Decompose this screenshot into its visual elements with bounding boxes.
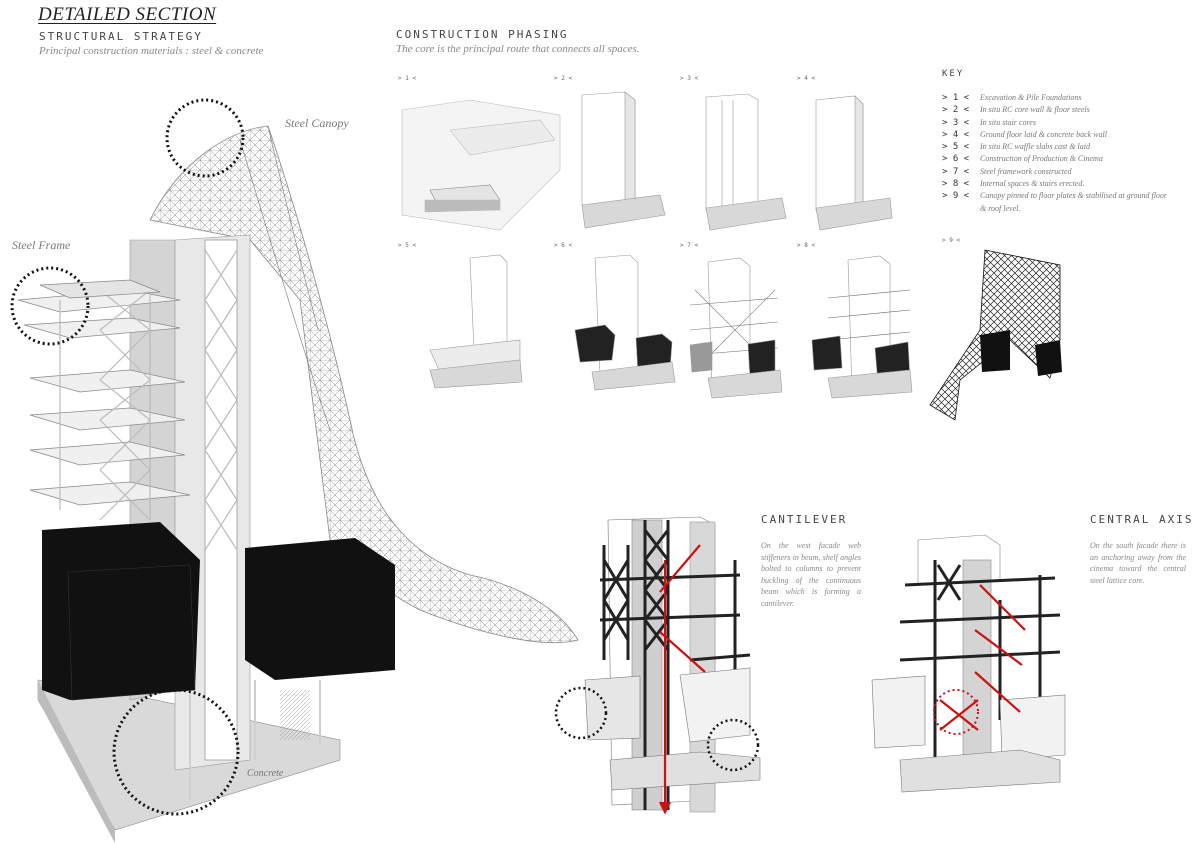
central-axis-heading: CENTRAL AXIS: [1090, 513, 1194, 526]
phasing-heading: CONSTRUCTION PHASING: [396, 28, 569, 41]
materials-subtitle: Principal construction materials : steel…: [39, 45, 264, 57]
key-item: > 6 < Construction of Production & Cinema: [942, 153, 1172, 165]
concrete-label: Concrete: [247, 768, 284, 779]
phase-label-7: > 7 <: [680, 242, 699, 249]
key-item: > 9 < Canopy pinned to floor plates & sta…: [942, 190, 1172, 215]
phase-1-drawing: [401, 99, 561, 231]
key-item-text: Steel framework constructed: [980, 166, 1072, 176]
phase-label-8: > 8 <: [797, 242, 816, 249]
phasing-subtitle: The core is the principal route that con…: [396, 43, 640, 55]
phase-9-drawing: [929, 249, 1062, 421]
key-item-number: > 4 <: [942, 129, 970, 140]
phase-label-2: > 2 <: [554, 75, 573, 82]
key-item-text: Excavation & Pile Foundations: [980, 93, 1082, 102]
phase-label-6: > 6 <: [554, 242, 573, 249]
cantilever-heading: CANTILEVER: [761, 513, 848, 526]
key-item-text: Internal spaces & stairs erected.: [980, 179, 1085, 189]
key-item: > 5 < In situ RC waffle slabs cast & laid: [942, 141, 1172, 153]
cantilever-callout-circle-2: [706, 718, 760, 772]
key-item-number: > 1 <: [942, 93, 970, 103]
phase-label-9: > 9 <: [942, 237, 961, 244]
key-item-number: > 7 <: [942, 166, 970, 177]
key-item-number: > 5 <: [942, 142, 970, 153]
phase-label-3: > 3 <: [680, 75, 699, 82]
key-item-text: In situ RC waffle slabs cast & laid: [980, 142, 1091, 152]
cantilever-drawing: [554, 516, 761, 815]
key-item-number: > 2 <: [942, 105, 970, 116]
steel-frame-label: Steel Frame: [12, 238, 71, 252]
key-item-text: Ground floor laid & concrete back wall: [980, 129, 1107, 139]
key-item: > 4 < Ground floor laid & concrete back w…: [942, 129, 1172, 141]
phase-label-4: > 4 <: [797, 75, 816, 82]
phase-5-drawing: [429, 254, 523, 389]
concrete-callout-circle: [112, 688, 240, 816]
phase-4-drawing: [815, 95, 893, 231]
key-item-number: > 6 <: [942, 154, 970, 165]
phase-8-drawing: [811, 255, 913, 399]
phase-label-5: > 5 <: [398, 242, 417, 249]
phase-label-1: > 1 <: [398, 75, 417, 82]
key-item-text: Canopy pinned to floor plates & stabilis…: [980, 191, 1168, 213]
canopy-callout-circle: [165, 98, 245, 178]
strategy-heading: STRUCTURAL STRATEGY: [39, 30, 203, 43]
key-item-text: In situ RC core wall & floor steels: [980, 105, 1090, 115]
key-heading: KEY: [942, 69, 965, 79]
key-item-text: Construction of Production & Cinema: [980, 154, 1103, 164]
phase-2-drawing: [581, 91, 666, 229]
central-axis-drawing: [871, 534, 1066, 793]
main-section-model: [17, 125, 579, 843]
frame-callout-circle: [10, 266, 90, 346]
key-item-number: > 9 <: [942, 191, 970, 202]
phase-7-drawing: [689, 257, 783, 399]
cantilever-description: On the west facade web stiffeners in bea…: [761, 541, 861, 608]
phase-3-drawing: [705, 93, 787, 231]
cantilever-callout-circle: [554, 686, 608, 740]
key-item: > 7 < Steel framework constructed: [942, 166, 1172, 178]
page-title: DETAILED SECTION: [38, 4, 217, 25]
key-item: > 3 < In situ stair cores: [942, 117, 1172, 129]
phase-6-drawing: [574, 254, 676, 391]
key-item: > 8 < Internal spaces & stairs erected.: [942, 178, 1172, 190]
key-item: > 2 < In situ RC core wall & floor steels: [942, 104, 1172, 116]
key-item: > 1 < Excavation & Pile Foundations: [942, 92, 1172, 104]
key-item-number: > 3 <: [942, 117, 970, 128]
key-item-number: > 8 <: [942, 179, 970, 190]
steel-canopy-label: Steel Canopy: [285, 116, 349, 130]
central-axis-callout-circle: [933, 689, 979, 735]
central-axis-description: On the south facade there is an anchorin…: [1090, 541, 1186, 585]
lattice-core: [99, 249, 238, 551]
key-item-text: In situ stair cores: [980, 117, 1036, 127]
key-list: > 1 < Excavation & Pile Foundations > 2 <…: [942, 92, 1172, 215]
